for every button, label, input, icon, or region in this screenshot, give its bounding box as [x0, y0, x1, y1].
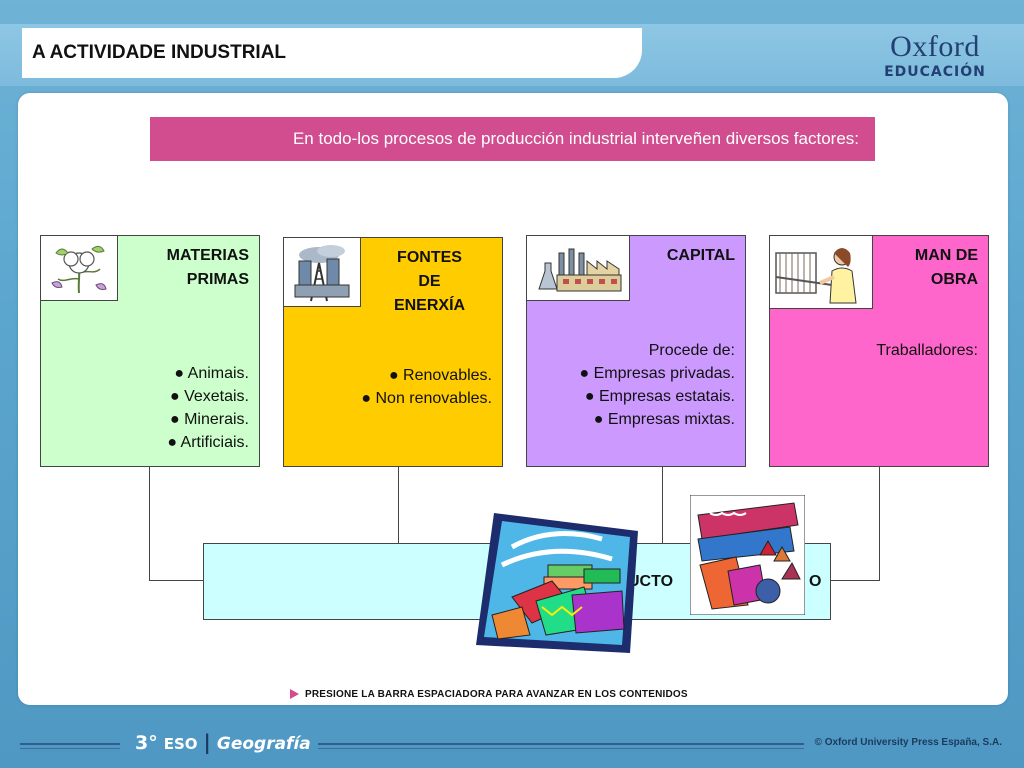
fabric-rolls-clipart [689, 494, 806, 616]
factor-labour: MAN DE OBRA Traballadores: [769, 235, 989, 467]
factor-title-line: FONTES [397, 249, 462, 266]
factor-title-line: OBRA [930, 271, 978, 288]
nav-hint: PRESIONE LA BARRA ESPACIADORA PARA AVANZ… [290, 685, 750, 703]
factor-title-line: ENERXÍA [393, 297, 466, 314]
connector-line [149, 467, 150, 581]
course-subject: Geografía [216, 734, 311, 754]
course-stage: ESO [163, 735, 198, 753]
factor-energy-sources: FONTES DE ENERXÍA ● Renovables. ● Non re… [283, 237, 503, 467]
oxford-logo: Oxford EDUCACIÓN [870, 30, 1000, 81]
list-item: ● Animais. [174, 365, 249, 382]
copyright: © Oxford University Press España, S.A. [814, 737, 1002, 748]
connector-line [149, 580, 204, 581]
nav-hint-text: PRESIONE LA BARRA ESPACIADORA PARA AVANZ… [305, 688, 688, 700]
course-separator: | [203, 730, 211, 754]
factor-title: MATERIAS PRIMAS [124, 244, 249, 292]
connector-line [830, 580, 880, 581]
list-item: ● Vexetais. [169, 388, 249, 405]
factor-title-line: MATERIAS [166, 247, 249, 264]
factor-raw-materials: MATERIAS PRIMAS ● Animais. ● Vexetais. ●… [40, 235, 260, 467]
title-bar: A ACTIVIDADE INDUSTRIAL [22, 28, 642, 78]
play-arrow-icon [290, 689, 299, 699]
product-text-left: UCTO [628, 572, 674, 590]
factor-list: ● Animais. ● Vexetais. ● Minerais. ● Art… [49, 362, 249, 454]
power-plant-icon [283, 237, 361, 307]
page-title: A ACTIVIDADE INDUSTRIAL [32, 42, 287, 63]
factor-list: Traballadores: [778, 339, 978, 362]
factor-capital: CAPITAL Procede de: ● Empresas privadas.… [526, 235, 746, 467]
list-item: ● Artificiais. [167, 434, 249, 451]
factor-title: CAPITAL [610, 244, 735, 268]
cotton-plant-icon [40, 235, 118, 301]
connector-line [398, 467, 399, 544]
textiles-clipart [472, 507, 644, 662]
footer-line [318, 743, 804, 745]
list-item: ● Empresas mixtas. [593, 411, 735, 428]
footer-line [20, 743, 120, 745]
course-number: 3° [135, 732, 158, 754]
factory-icon [526, 235, 630, 301]
list-item: Traballadores: [876, 342, 978, 359]
footer-line [20, 748, 120, 749]
factor-list: ● Renovables. ● Non renovables. [292, 364, 492, 410]
banner-text: En todo-los procesos de producción indus… [292, 129, 859, 148]
factor-title-line: DE [418, 273, 441, 290]
weaver-icon [769, 235, 873, 309]
connector-line [662, 467, 663, 544]
footer: 3° ESO | Geografía © Oxford University P… [0, 715, 1024, 768]
list-item: ● Minerais. [169, 411, 249, 428]
list-item: ● Empresas estatais. [584, 388, 735, 405]
list-item: ● Non renovables. [361, 390, 492, 407]
logo-sub: EDUCACIÓN [884, 64, 986, 80]
factor-title: FONTES DE ENERXÍA [367, 246, 492, 318]
factor-title-line: PRIMAS [186, 271, 249, 288]
intro-banner: En todo-los procesos de producción indus… [150, 117, 875, 161]
factor-title: MAN DE OBRA [853, 244, 978, 292]
list-item: ● Empresas privadas. [579, 365, 736, 382]
list-item: Procede de: [648, 342, 735, 359]
product-text-right: O [809, 572, 822, 590]
connector-line [879, 467, 880, 581]
logo-brand: Oxford [890, 30, 980, 63]
factor-title-line: MAN DE [914, 247, 978, 264]
list-item: ● Renovables. [388, 367, 492, 384]
factor-list: Procede de: ● Empresas privadas. ● Empre… [535, 339, 736, 431]
factor-title-line: CAPITAL [666, 247, 735, 264]
footer-line [318, 748, 804, 749]
product-label: UCTO O [204, 544, 830, 619]
course-label: 3° ESO | Geografía [135, 730, 311, 754]
